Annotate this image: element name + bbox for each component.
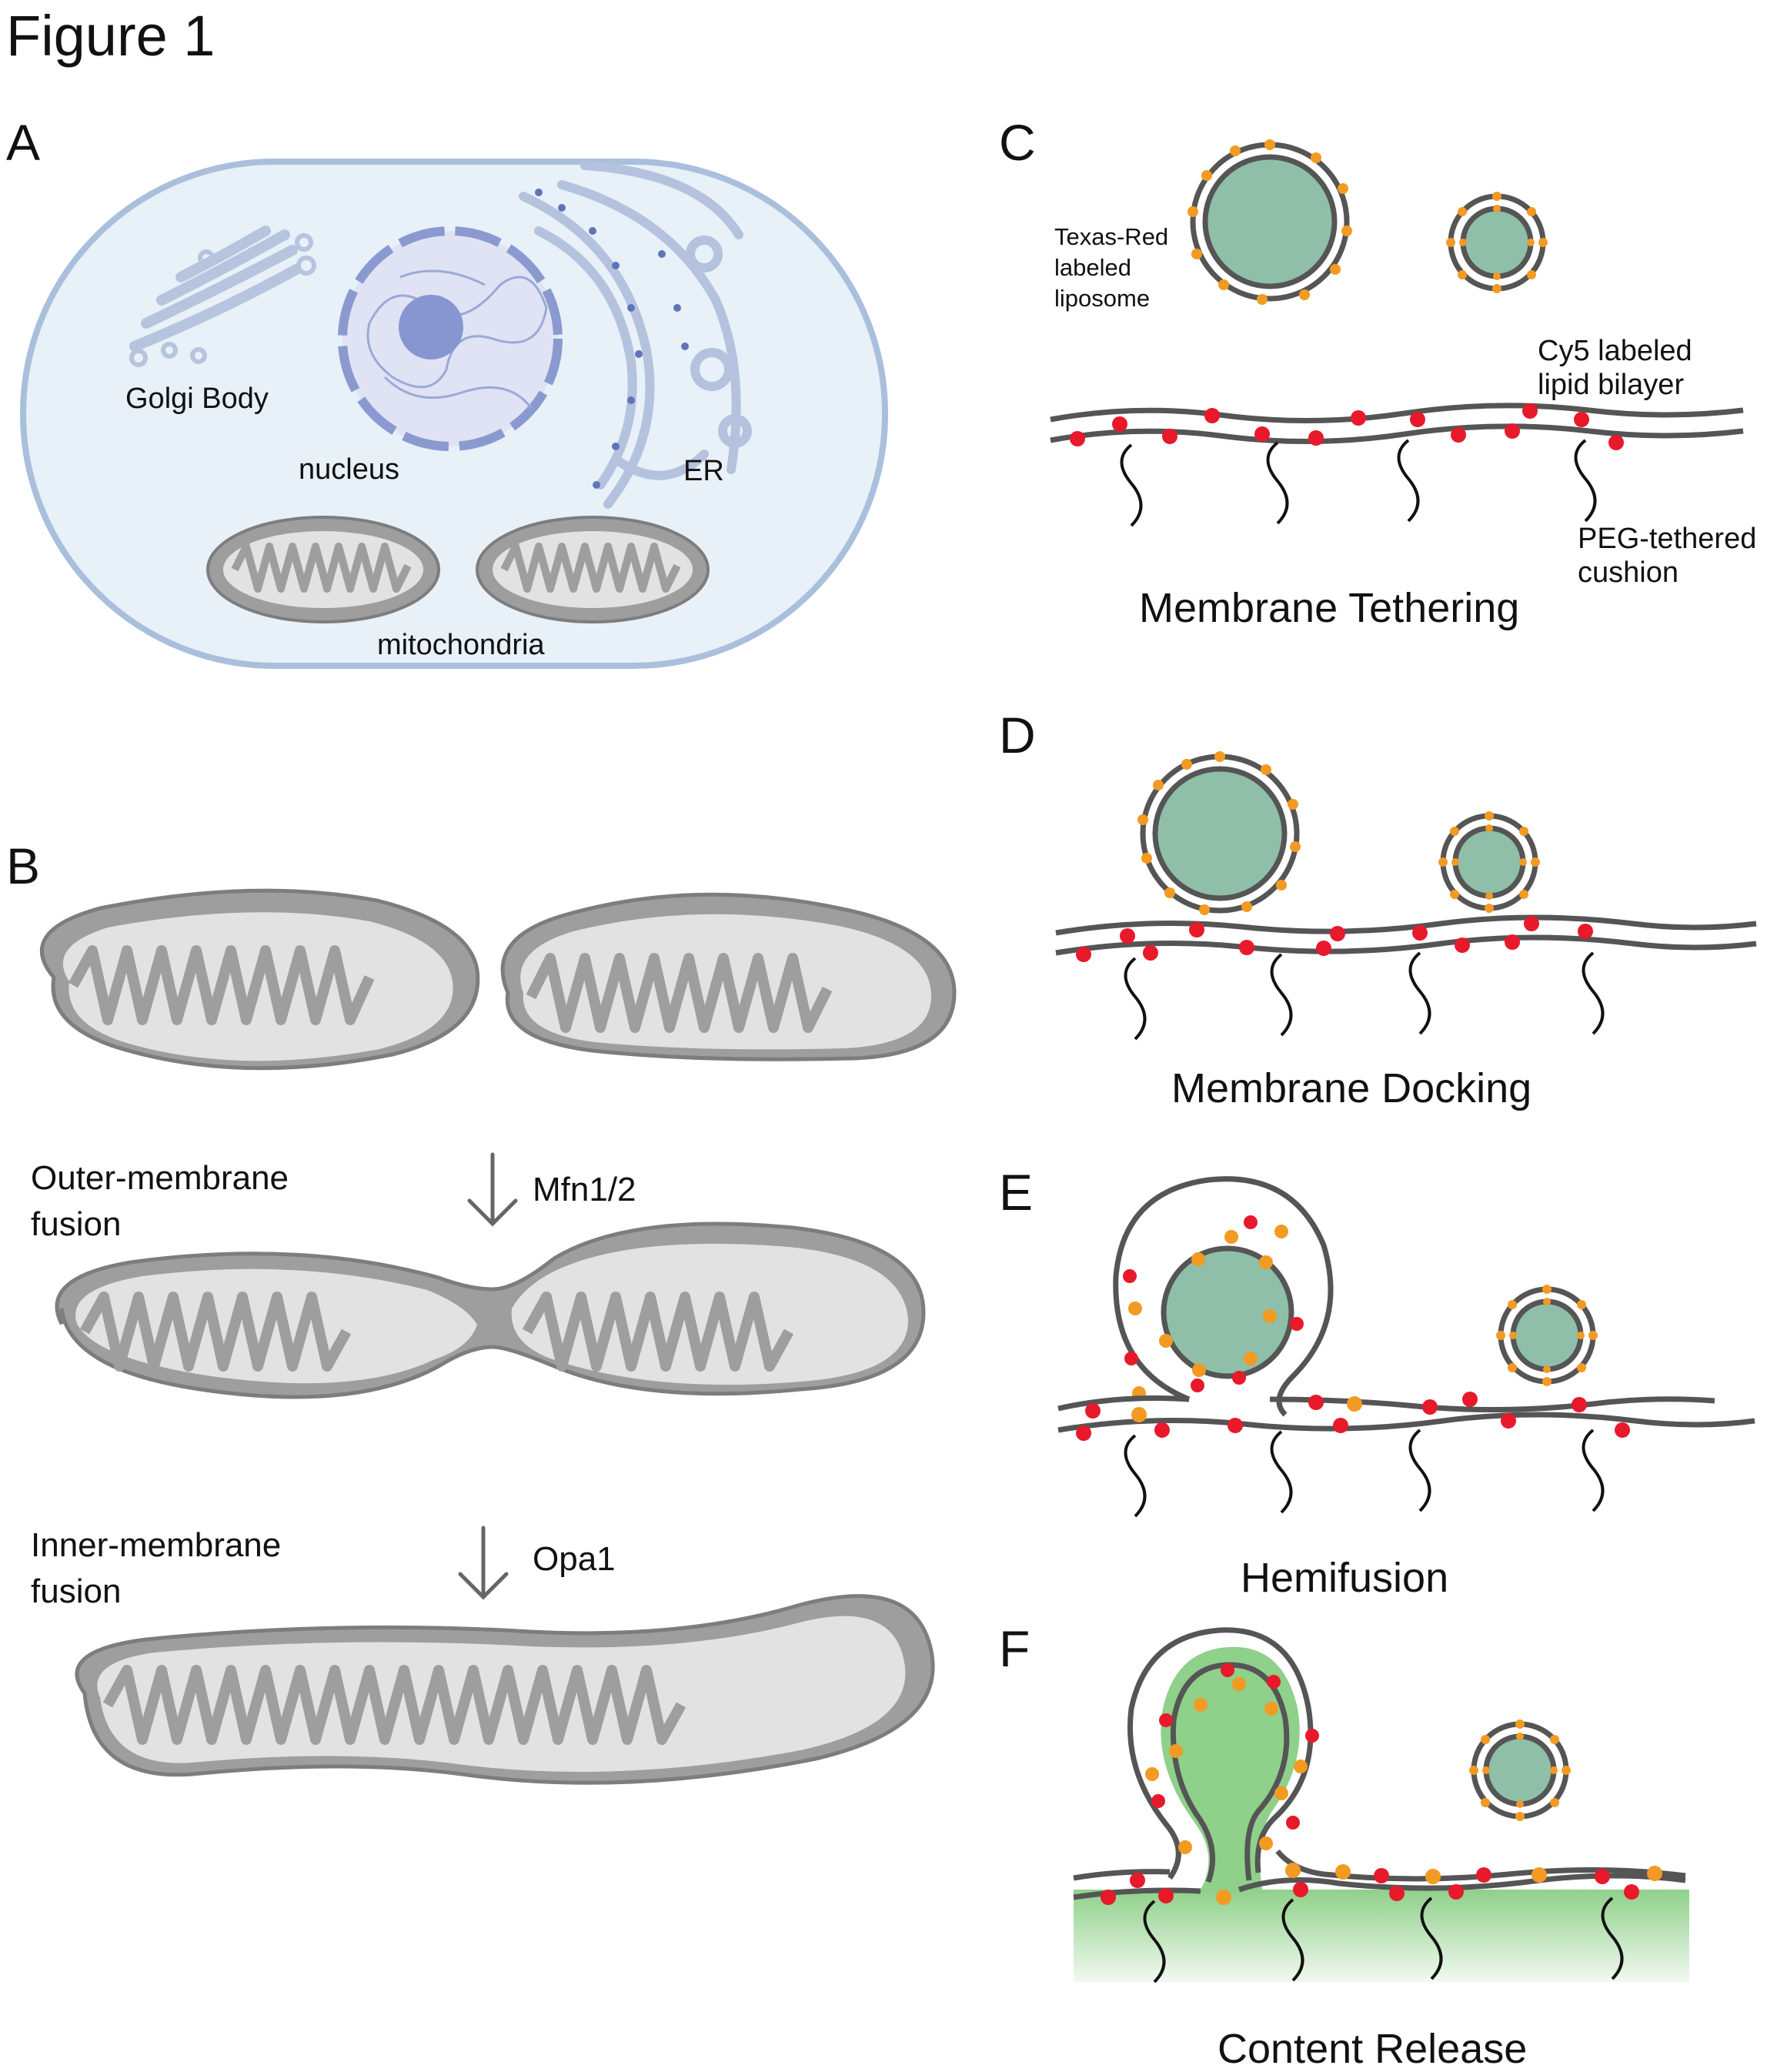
panel-e: E [999, 1164, 1755, 1601]
released-content-region [1074, 1890, 1689, 1982]
down-arrow-icon [458, 1526, 509, 1600]
bilayer-label-line1: Cy5 labeled [1538, 335, 1692, 367]
peg-tethers [1120, 439, 1597, 527]
mitochondrion-before-right [500, 892, 957, 1061]
small-liposome [1469, 1719, 1571, 1821]
cell-mitochondrion-left [206, 516, 440, 623]
down-arrow-icon [467, 1152, 518, 1227]
large-liposome [1137, 751, 1301, 915]
panel-b: B Outer-membrane fusion Mfn1/2 [6, 837, 957, 1785]
mfn-label: Mfn1/2 [533, 1171, 636, 1208]
caption-tethering: Membrane Tethering [1139, 585, 1519, 631]
small-liposome [1446, 192, 1548, 293]
cushion-label-line1: PEG-tethered [1578, 523, 1756, 555]
caption-content-release: Content Release [1218, 2026, 1527, 2072]
endoplasmic-reticulum [519, 161, 752, 509]
panel-label-b: B [6, 837, 40, 894]
panel-label-f: F [999, 1620, 1030, 1677]
supported-bilayer [1073, 1849, 1686, 1905]
ribosomes [535, 189, 689, 489]
cushion-label-line2: cushion [1578, 556, 1678, 589]
opa1-label: Opa1 [533, 1540, 616, 1578]
cell-mitochondrion-right [476, 516, 710, 623]
golgi-label: Golgi Body [125, 383, 269, 415]
caption-docking: Membrane Docking [1171, 1065, 1532, 1111]
caption-hemifusion: Hemifusion [1241, 1555, 1448, 1601]
hemifused-liposome [1113, 1176, 1334, 1417]
peg-tethers [1143, 1897, 1624, 1983]
large-liposome [1187, 139, 1352, 305]
panel-c: C Texas-Red labeled liposome Cy5 [999, 114, 1756, 631]
peg-tethers [1124, 1429, 1605, 1518]
panel-f: F [999, 1620, 1689, 2072]
panel-a: A Golgi Body nucleus [6, 114, 888, 669]
supported-bilayer [1050, 403, 1744, 450]
fusion-pore-liposome [1127, 1627, 1319, 1890]
supported-bilayer [1057, 1392, 1755, 1441]
panel-label-e: E [999, 1164, 1033, 1221]
panel-label-a: A [6, 114, 40, 171]
liposome-label-line2: labeled [1054, 254, 1131, 281]
mitochondrion-before-left [39, 888, 480, 1071]
panel-label-c: C [999, 114, 1036, 171]
inner-fusion-label-line2: fusion [31, 1572, 121, 1610]
small-liposome [1496, 1285, 1598, 1386]
outer-fusion-label-line2: fusion [31, 1205, 121, 1243]
liposome-label-line1: Texas-Red [1054, 223, 1168, 250]
nucleus-label: nucleus [299, 453, 399, 486]
mitochondrion-outer-fused [55, 1221, 926, 1399]
peg-tethers [1124, 951, 1605, 1041]
inner-fusion-label-line1: Inner-membrane [31, 1526, 281, 1564]
panel-d: D [999, 707, 1757, 1111]
er-label: ER [683, 455, 724, 487]
bilayer-label-line2: lipid bilayer [1538, 369, 1684, 401]
small-liposome [1438, 811, 1540, 913]
nucleus [338, 226, 563, 451]
golgi-body [129, 226, 316, 367]
figure-title: Figure 1 [6, 4, 215, 68]
outer-fusion-label-line1: Outer-membrane [31, 1159, 289, 1197]
mitochondria-label: mitochondria [377, 629, 545, 661]
supported-bilayer [1055, 914, 1757, 962]
mitochondrion-fully-fused [75, 1594, 935, 1785]
panel-label-d: D [999, 707, 1036, 764]
liposome-label-line3: liposome [1054, 285, 1150, 312]
